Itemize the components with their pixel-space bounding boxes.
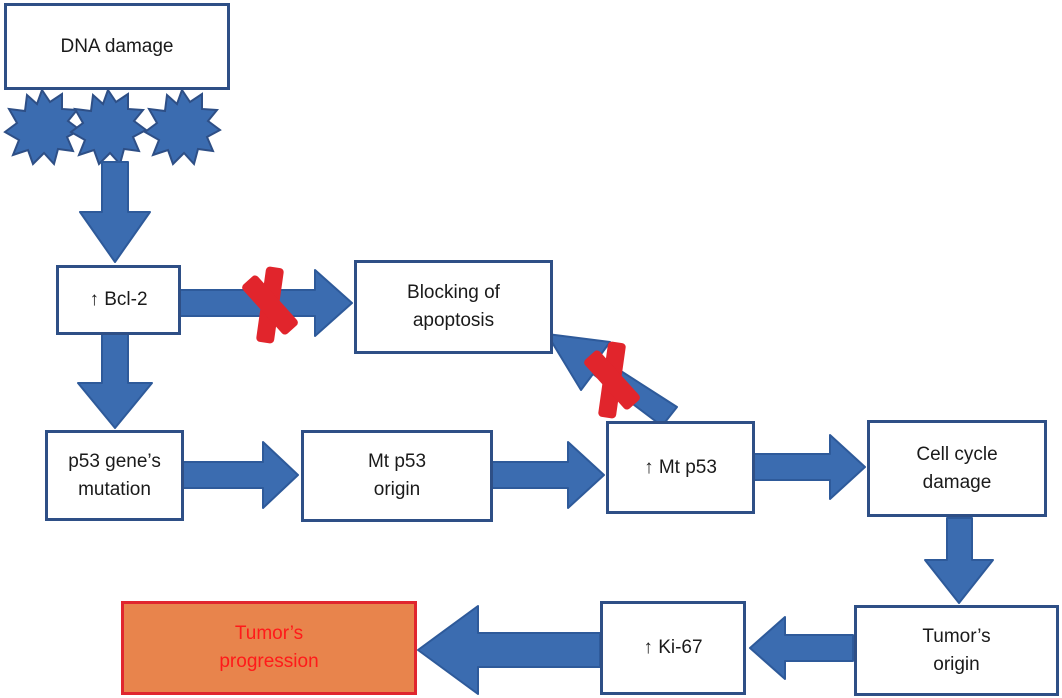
arrow-ki67-to-tumor-progression	[417, 605, 601, 695]
damage-burst-icon	[70, 89, 147, 165]
arrow-bursts-to-bcl2	[79, 161, 151, 263]
node-label: ↑ Mt p53	[644, 456, 717, 478]
node-label: ↑ Bcl-2	[89, 289, 148, 310]
node-mt-p53-origin: Mt p53 origin	[301, 430, 493, 522]
node-label: Tumor’s progression	[219, 623, 319, 672]
node-label: Blocking of apoptosis	[407, 282, 500, 331]
arrow-cell-cycle-to-tumor-origin	[924, 517, 994, 604]
node-cell-cycle-damage: Cell cycle damage	[867, 420, 1047, 517]
arrow-tumor-origin-to-ki67	[749, 616, 854, 680]
node-dna-damage: DNA damage	[4, 3, 230, 90]
arrow-mt-p53-origin-to-up-mt-p53	[491, 441, 605, 509]
damage-burst-icon	[144, 89, 221, 165]
node-label: Tumor’s origin	[922, 625, 991, 675]
node-label: ↑ Ki-67	[643, 637, 703, 658]
node-ki67: ↑ Ki-67	[600, 601, 746, 695]
block-cross-icon	[242, 266, 298, 344]
arrow-bcl2-to-p53-mutation	[77, 333, 153, 429]
node-up-mt-p53: ↑ Mt p53	[606, 421, 755, 514]
node-blocking-apoptosis: Blocking of apoptosis	[354, 260, 553, 354]
node-bcl2: ↑ Bcl-2	[56, 265, 181, 335]
node-label: Mt p53 origin	[367, 451, 427, 500]
node-label: Cell cycle damage	[916, 443, 998, 493]
node-tumor-progression: Tumor’s progression	[121, 601, 417, 695]
arrow-up-mt-p53-to-cell-cycle-damage	[753, 434, 866, 500]
node-label: DNA damage	[60, 35, 174, 57]
block-cross-icon	[584, 341, 640, 419]
arrow-p53-mutation-to-mt-p53-origin	[182, 441, 299, 509]
node-tumor-origin: Tumor’s origin	[854, 605, 1059, 696]
damage-burst-icon	[4, 89, 81, 165]
node-p53-mutation: p53 gene’s mutation	[45, 430, 184, 521]
node-label: p53 gene’s mutation	[68, 450, 161, 500]
